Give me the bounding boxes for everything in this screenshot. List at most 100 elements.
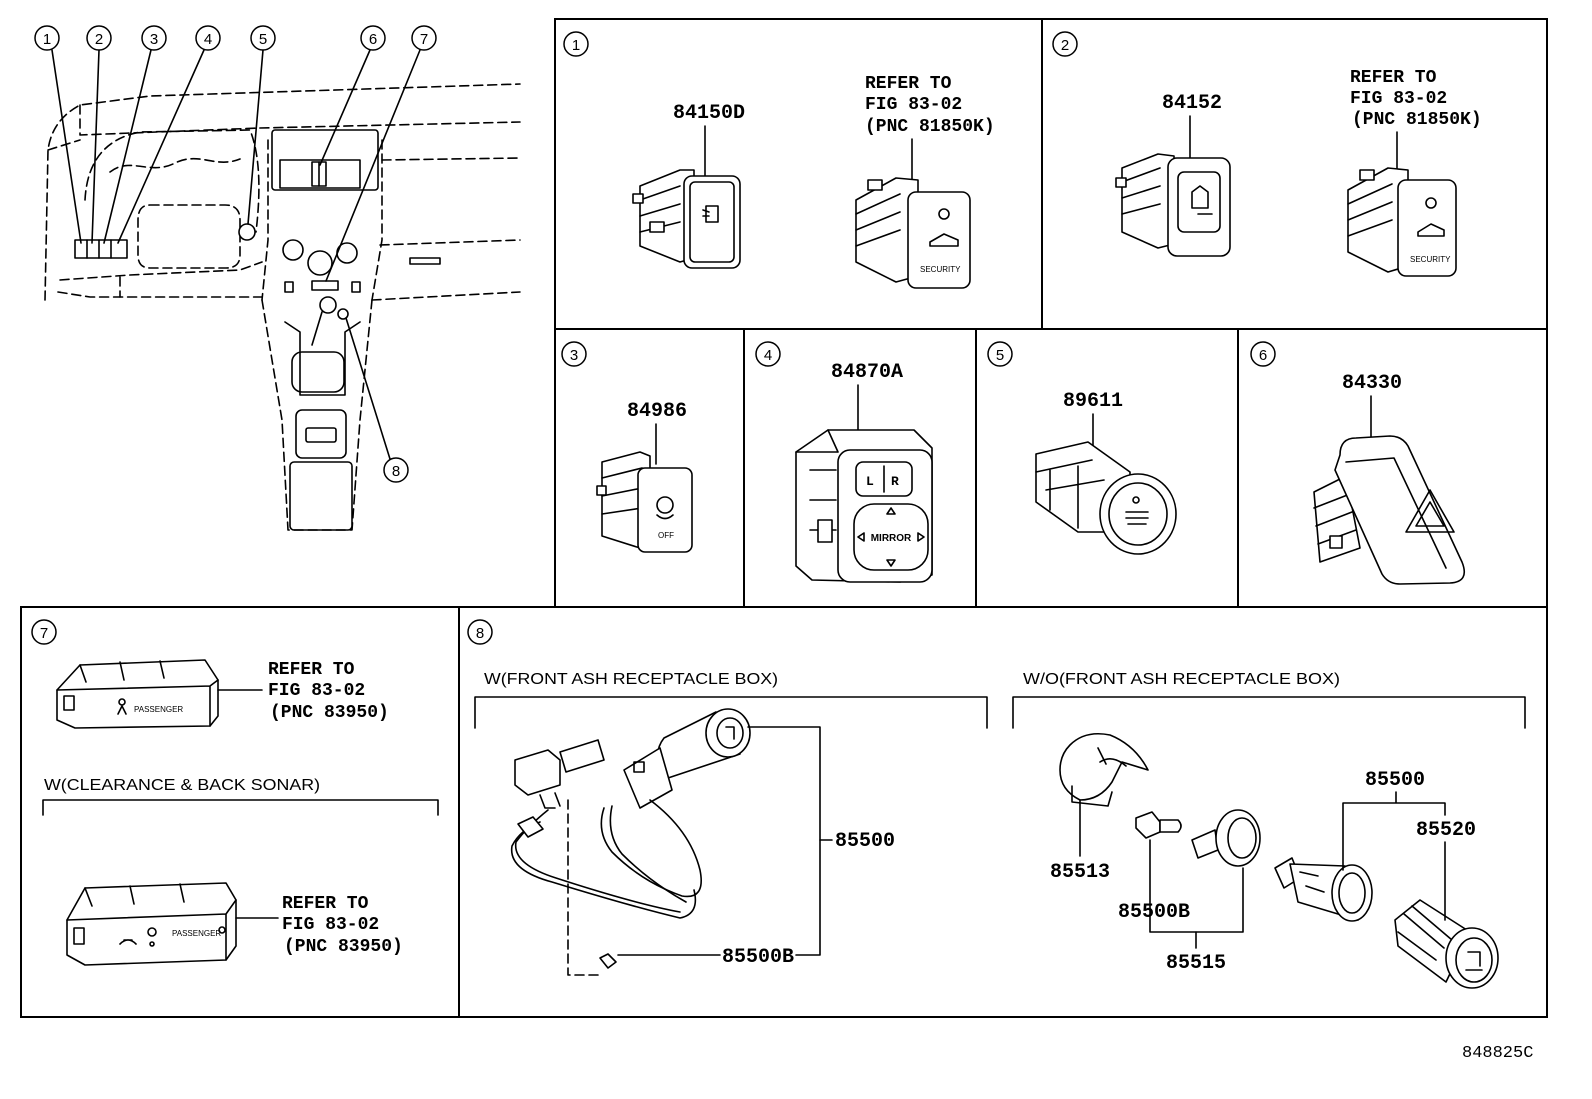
callout-number: 3 [150,31,158,48]
switch-label: SECURITY [1410,255,1451,264]
callout-8: 8 [383,457,409,483]
with-ash-box-label: W(FRONT ASH RECEPTACLE BOX) [484,671,778,688]
callout-number: 2 [95,31,103,48]
mirror-switch-drawing: L R MIRROR [795,429,933,583]
refer-line-3: (PNC 83950) [270,703,389,723]
panel-callout: 2 [1052,31,1078,57]
part-number: 84152 [1162,92,1222,115]
illumination-ring-drawing [1191,809,1261,867]
refer-line-1: REFER TO [282,894,369,914]
passenger-indicator-location [311,280,339,291]
panel-6: 6 84330 [1250,341,1466,585]
callout-number: 1 [43,31,51,48]
refer-line-3: (PNC 81850K) [865,117,995,137]
switch-label: SECURITY [920,265,961,274]
part-number: 84150D [673,102,745,125]
refer-line-2: FIG 83-02 [1350,89,1447,109]
panel-callout: 4 [755,341,781,367]
without-ash-box-bracket [1012,696,1526,729]
leader-line [1342,791,1446,871]
console-lighter-location [337,308,349,320]
lighter-location [238,223,256,241]
lighter-plug-drawing [1394,899,1499,989]
refer-line-2: FIG 83-02 [268,681,365,701]
callout-7: 7 [411,25,437,51]
callout-number: 7 [40,625,48,642]
part-number: 84870A [831,361,903,384]
variant-bracket [42,799,439,816]
callout-number: 6 [1259,347,1267,364]
variant-label: W(CLEARANCE & BACK SONAR) [44,777,320,794]
mirror-select-right: R [891,474,899,489]
callout-4: 4 [195,25,221,51]
part-number: 85513 [1050,861,1110,884]
panel-callout: 8 [467,619,493,645]
security-switch-drawing: SECURITY [1347,167,1457,277]
part-number: 89611 [1063,390,1123,413]
panel-2: 2 84152 REFER TO FIG 83-02 (PNC 81850K) … [1052,31,1482,277]
vehicle-interior-overview: 1 2 3 4 5 6 7 8 [34,25,521,531]
switch-cluster [74,239,128,259]
panel-1: 1 84150D REFER TO FIG 83-02 (PNC 81850K)… [563,31,995,289]
callout-number: 3 [570,347,578,364]
socket-retainer-drawing [1059,732,1149,807]
mirror-select-left: L [866,474,874,489]
figure-id: 848825C [1462,1044,1533,1063]
panel-callout: 7 [31,619,57,645]
panel-4: 4 84870A L R MIRROR [755,341,933,583]
panel-8: 8 W(FRONT ASH RECEPTACLE BOX) 85500 8550 [467,619,1526,989]
panel-7: 7 PASSENGER REFER TO FIG 83-02 (PNC 8395… [31,619,439,966]
panel-callout: 5 [987,341,1013,367]
bulb-drawing [1135,811,1182,839]
fog-light-switch-drawing [632,169,741,269]
part-number: 85500B [1118,901,1190,924]
callout-number: 5 [259,31,267,48]
callout-number: 4 [204,31,212,48]
callout-3: 3 [141,25,167,51]
callout-2: 2 [86,25,112,51]
refer-line-2: FIG 83-02 [282,915,379,935]
switch-label: OFF [658,531,674,540]
callout-number: 1 [572,37,580,54]
vsc-off-switch-drawing: OFF [596,451,693,553]
panel-callout: 6 [1250,341,1276,367]
without-ash-box-label: W/O(FRONT ASH RECEPTACLE BOX) [1023,671,1340,688]
lighter-socket-drawing [1274,857,1373,922]
callout-number: 6 [369,31,377,48]
mirror-knob-label: MIRROR [871,533,912,544]
hazard-switch-drawing [1313,435,1466,585]
callout-number: 2 [1061,37,1069,54]
callout-number: 4 [764,347,772,364]
part-number: 85520 [1416,819,1476,842]
part-number: 84986 [627,400,687,423]
indicator-label: PASSENGER [134,705,183,714]
panel-callout: 1 [563,31,589,57]
callout-1: 1 [34,25,60,51]
panel-3: 3 84986 OFF [561,341,693,553]
cigarette-lighter-harness-drawing [510,708,751,976]
callout-number: 8 [476,625,484,642]
security-switch-drawing: SECURITY [855,177,971,289]
leader-line [747,726,821,956]
panel-frames [20,18,1548,1018]
callout-5: 5 [250,25,276,51]
door-lock-switch-drawing [1115,153,1231,257]
part-number: 85500B [722,946,794,969]
callout-6: 6 [360,25,386,51]
passenger-indicator-drawing: PASSENGER [56,659,219,729]
with-ash-box-bracket [474,696,988,729]
overview-leaders [51,49,421,460]
refer-line-3: (PNC 81850K) [1352,110,1482,130]
callout-number: 7 [420,31,428,48]
passenger-sonar-indicator-drawing: PASSENGER [66,882,237,966]
indicator-label: PASSENGER [172,929,221,938]
refer-line-3: (PNC 83950) [284,937,403,957]
refer-line-1: REFER TO [1350,68,1437,88]
refer-line-2: FIG 83-02 [865,95,962,115]
part-number: 85500 [1365,769,1425,792]
panel-callout: 3 [561,341,587,367]
panel-5: 5 89611 [987,341,1177,555]
refer-line-1: REFER TO [268,660,355,680]
callout-number: 5 [996,347,1004,364]
